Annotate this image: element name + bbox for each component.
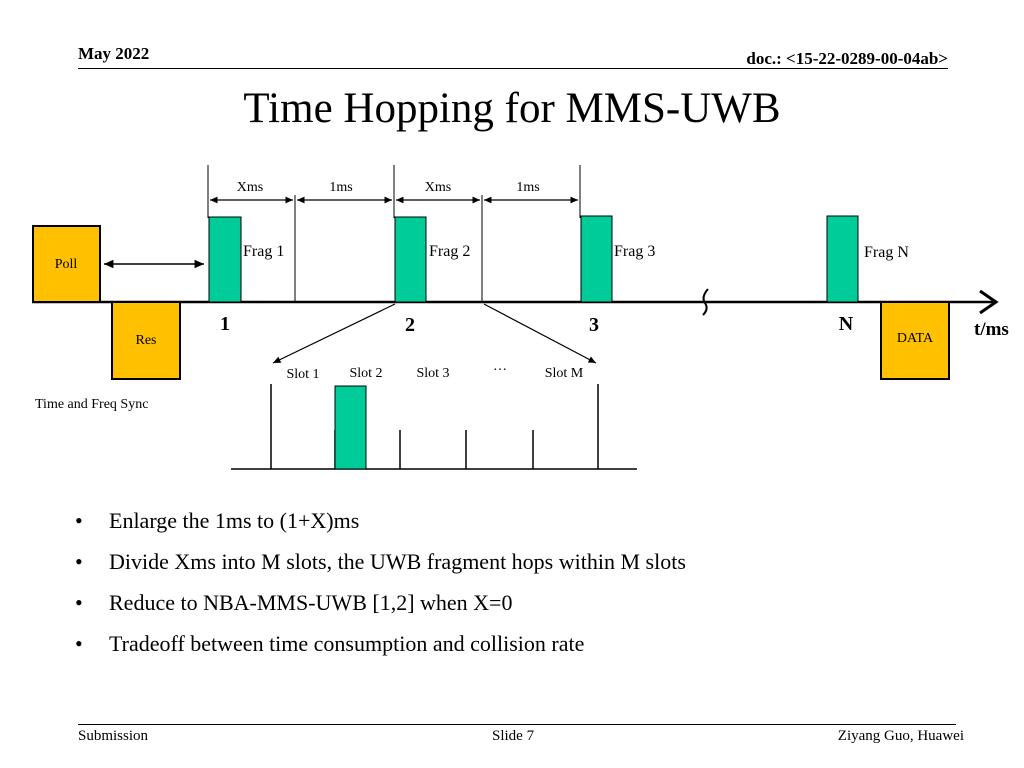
bullet-dot-icon: • (75, 549, 83, 574)
slot-label-3: Slot 3 (416, 366, 449, 381)
poll-box (32, 225, 101, 303)
fragment-label-2: Frag 2 (429, 243, 470, 260)
bullet-text: Enlarge the 1ms to (1+X)ms (109, 508, 360, 533)
zoom-line-left (272, 303, 396, 364)
fragment-number-n: N (839, 313, 854, 335)
slide-title: Time Hopping for MMS-UWB (243, 85, 781, 132)
res-label: Res (136, 333, 157, 348)
fragment-label-1: Frag 1 (243, 243, 284, 260)
bullet-dot-icon: • (75, 631, 83, 656)
poll-label: Poll (55, 257, 78, 272)
bullet-text: Reduce to NBA-MMS-UWB [1,2] when X=0 (109, 590, 513, 615)
interval-label-4: 1ms (516, 180, 539, 195)
slot-label-m: Slot M (545, 366, 584, 381)
footer-rule (78, 724, 956, 725)
fragment-3 (580, 215, 613, 303)
sync-label: Time and Freq Sync (35, 397, 148, 412)
bullet-item: • Reduce to NBA-MMS-UWB [1,2] when X=0 (75, 590, 686, 631)
bullet-text: Tradeoff between time consumption and co… (109, 631, 585, 656)
data-label: DATA (897, 331, 934, 346)
fragment-label-n: Frag N (864, 244, 909, 261)
data-box (880, 301, 950, 380)
header-date: May 2022 (78, 44, 150, 63)
interval-label-1: Xms (237, 180, 263, 195)
slot-label-1: Slot 1 (286, 367, 319, 382)
interval-label-3: Xms (425, 180, 451, 195)
fragment-number-1: 1 (220, 313, 230, 335)
fragment-2 (394, 216, 427, 303)
slot-fragment (334, 385, 367, 470)
fragment-number-3: 3 (589, 314, 599, 336)
axis-label: t/ms (974, 319, 1009, 340)
slot-label-2: Slot 2 (349, 366, 382, 381)
bullet-dot-icon: • (75, 590, 83, 615)
bullet-item: • Tradeoff between time consumption and c… (75, 631, 686, 672)
time-hopping-diagram: Xms 1ms Xms 1ms t/ms Poll Res DATA Frag … (32, 165, 1009, 470)
fragment-n (826, 215, 859, 303)
header-rule (78, 68, 948, 69)
fragment-1 (208, 216, 242, 303)
zoom-line-right (483, 303, 597, 364)
bullet-item: • Enlarge the 1ms to (1+X)ms (75, 508, 686, 549)
bullet-list: • Enlarge the 1ms to (1+X)ms • Divide Xms … (75, 508, 686, 672)
slot-label-ellipsis: ··· (493, 363, 507, 378)
time-axis-arrowhead (979, 289, 999, 315)
fragment-label-3: Frag 3 (614, 243, 655, 260)
footer-author: Ziyang Guo, Huawei (837, 728, 964, 744)
res-box (111, 301, 181, 380)
footer-submission: Submission (78, 728, 149, 744)
footer-slide-number: Slide 7 (492, 728, 535, 744)
bullet-text: Divide Xms into M slots, the UWB fragmen… (109, 549, 686, 574)
header-doc-id: doc.: <15-22-0289-00-04ab> (746, 49, 948, 68)
bullet-item: • Divide Xms into M slots, the UWB fragme… (75, 549, 686, 590)
axis-break-mark (702, 288, 709, 316)
bullet-dot-icon: • (75, 508, 83, 533)
fragment-number-2: 2 (405, 314, 415, 336)
interval-label-2: 1ms (329, 180, 352, 195)
